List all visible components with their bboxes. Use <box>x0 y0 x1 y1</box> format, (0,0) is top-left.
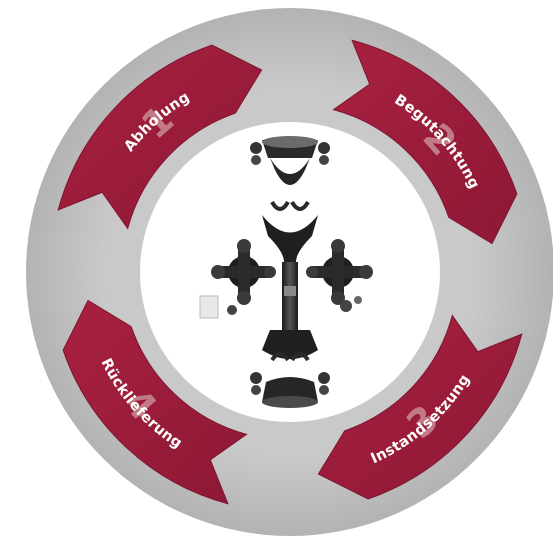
shaft-lower-yoke <box>262 330 318 359</box>
part-tag <box>199 295 219 319</box>
bottom-flange <box>262 377 318 402</box>
stage-arrow-2 <box>332 39 518 245</box>
drive-shaft-parts-image <box>199 136 373 408</box>
shaft-upper-yoke <box>262 215 318 262</box>
left-cross-joint <box>211 239 276 305</box>
right-cross-joint <box>306 239 373 305</box>
stage-arrow-1 <box>57 44 263 230</box>
stage-arrow-4 <box>62 299 248 505</box>
stage-arrow-3 <box>317 314 523 500</box>
top-yoke <box>270 158 310 185</box>
stage-arrows <box>57 39 523 505</box>
top-flange-face <box>262 136 318 148</box>
